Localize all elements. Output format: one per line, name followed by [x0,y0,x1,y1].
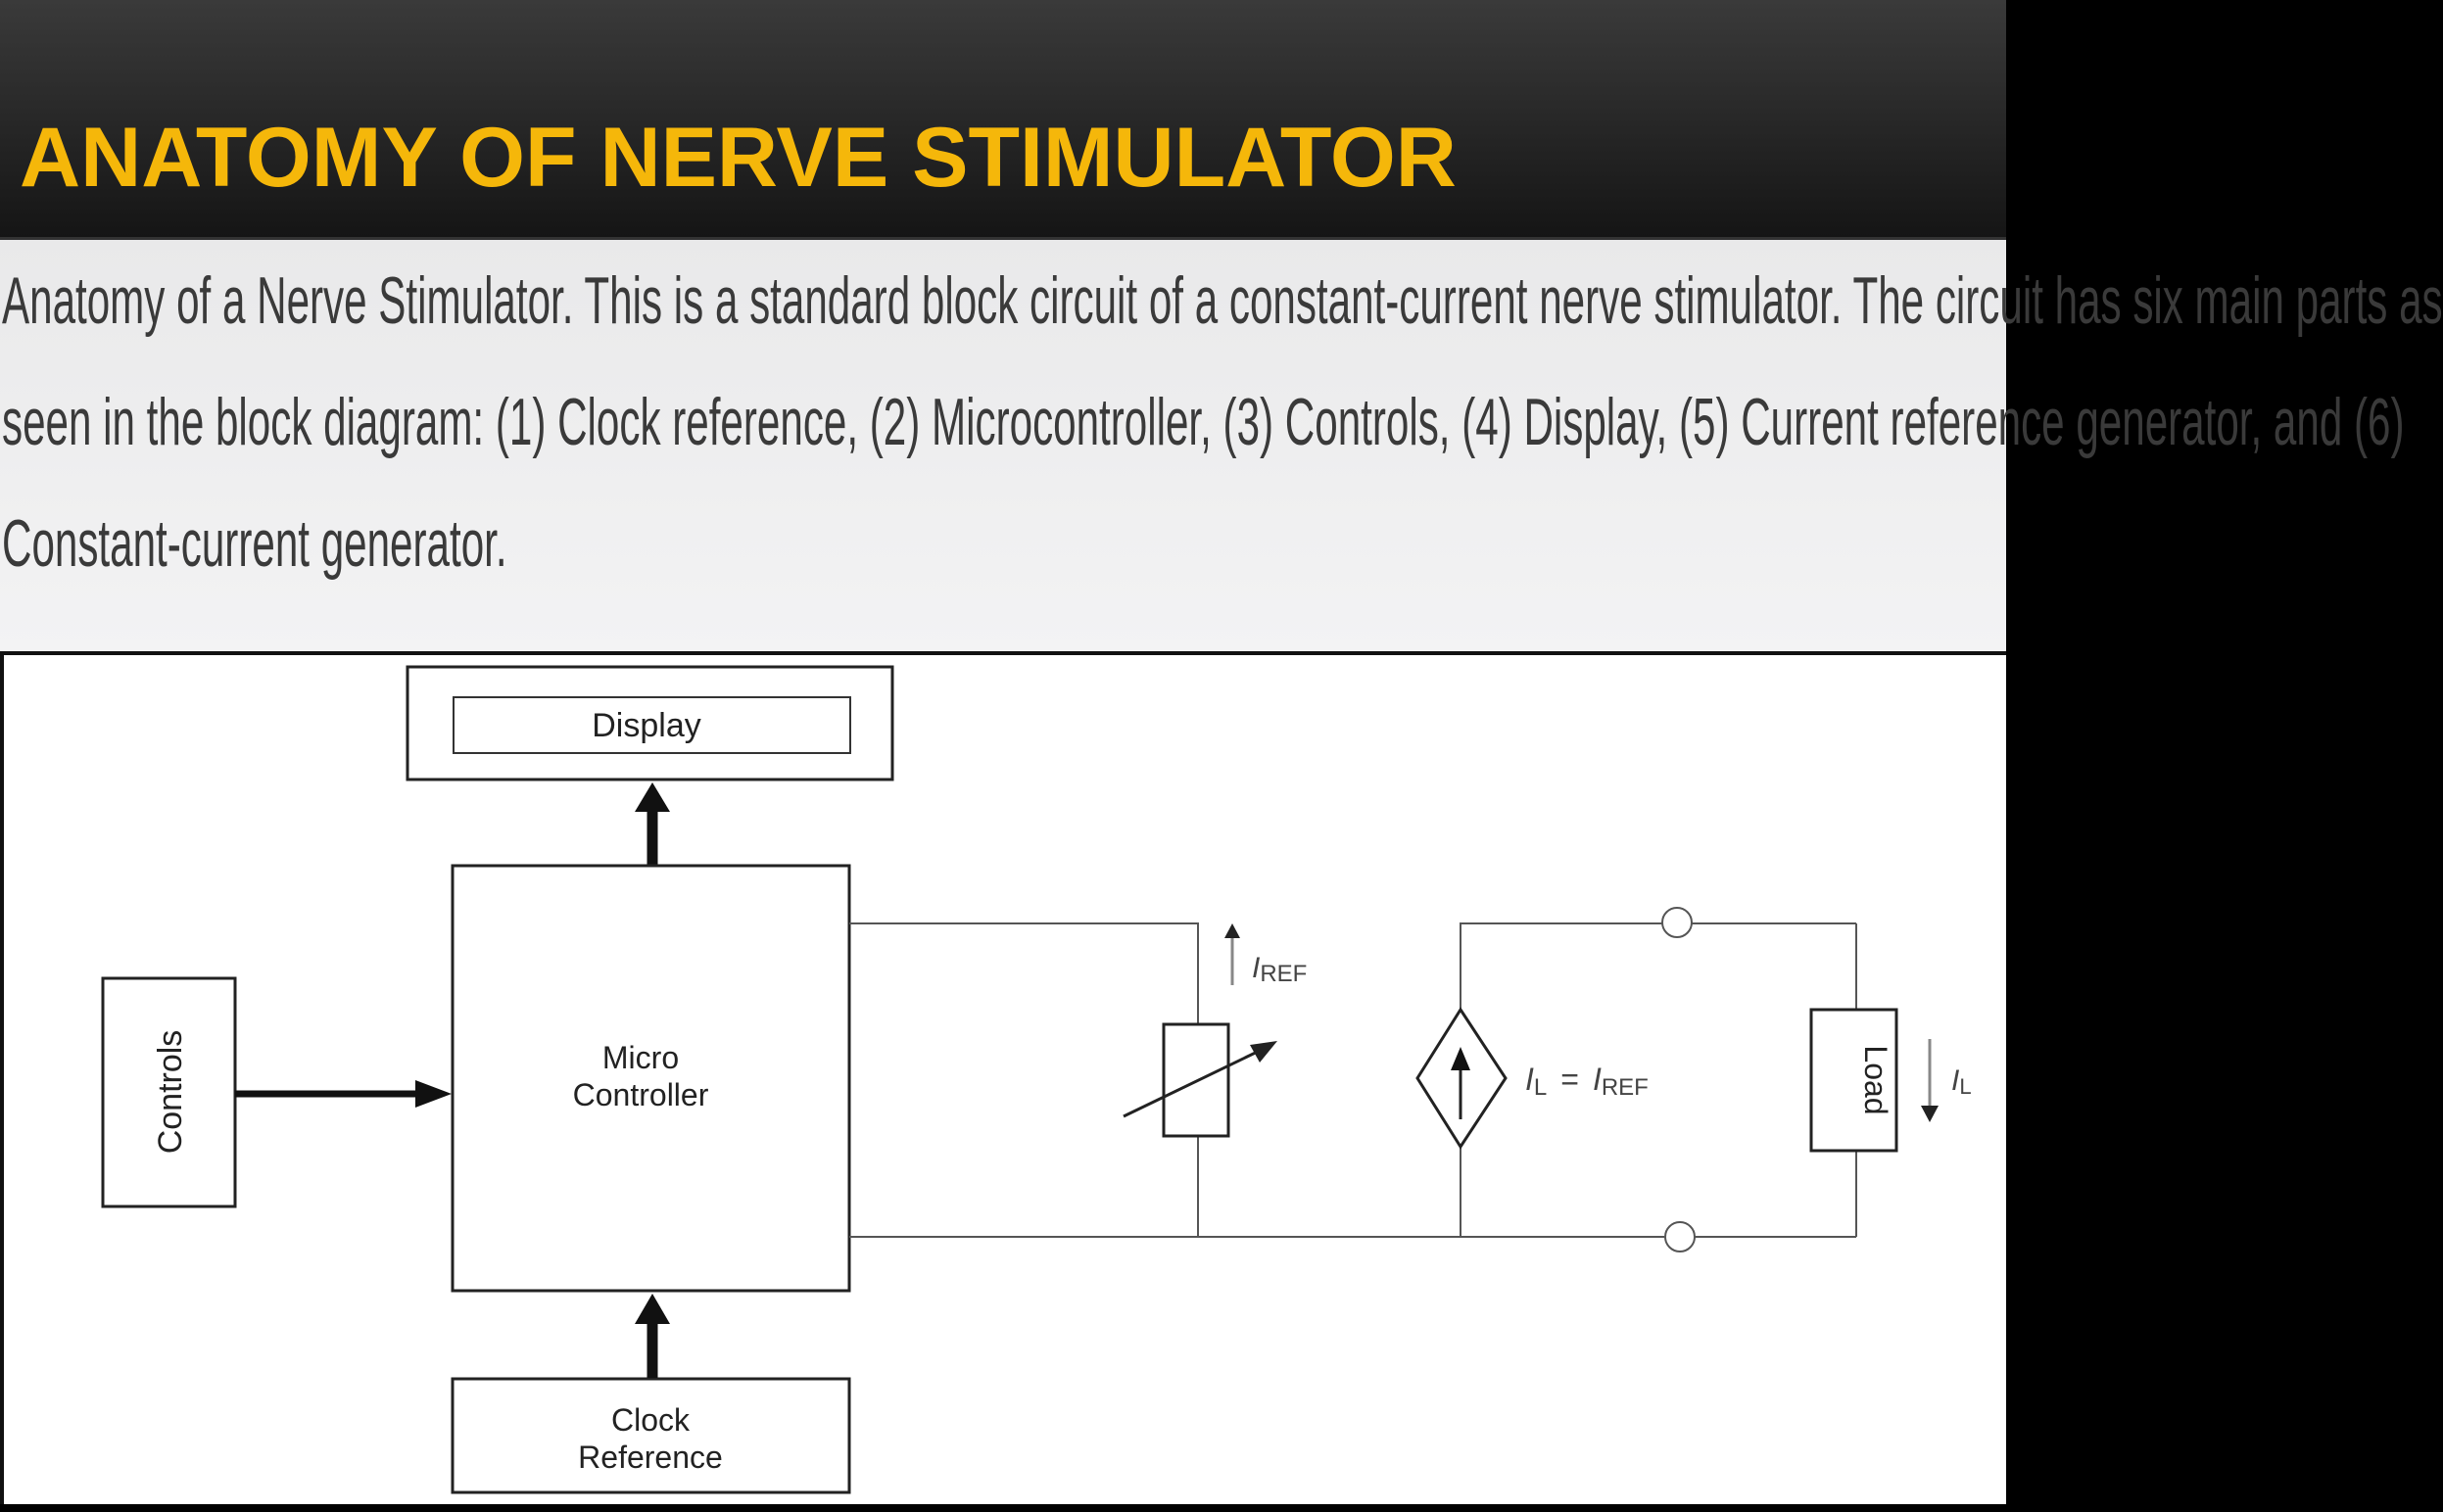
circuit-diagram: Display Micro Controller Controls Clock … [101,665,1972,1494]
clock-label-line2: Reference [578,1440,723,1475]
equation-label: IL=IREF [1525,1062,1649,1101]
load-label: Load [1858,1045,1893,1114]
display-label: Display [592,707,700,744]
controls-label: Controls [152,1030,189,1155]
arrow-to-display [635,782,670,865]
controls-block: Controls [101,976,237,1208]
display-block: Display [406,665,894,781]
caption-box: Anatomy of a Nerve Stimulator. This is a… [0,237,2443,655]
slide-title: ANATOMY OF NERVE STIMULATOR [20,111,1457,205]
caption-line-3: Constant-current generator. [2,506,507,581]
diagram-panel: Display Micro Controller Controls Clock … [0,652,2006,1504]
caption-line-2: seen in the block diagram: (1) Clock ref… [2,385,2405,459]
micro-label-line2: Controller [573,1077,709,1112]
arrow-controls-to-micro [235,1080,452,1108]
arrow-clock-to-micro [635,1294,670,1378]
il-label: IL [1951,1064,1972,1099]
iref-label: IREF [1252,952,1307,987]
current-source-diamond [1415,1007,1508,1150]
terminal-top [1661,907,1693,938]
terminal-bottom [1664,1221,1696,1252]
il-arrow [1921,1039,1939,1122]
caption-line-1: Anatomy of a Nerve Stimulator. This is a… [2,263,2443,338]
microcontroller-block: Micro Controller [451,864,851,1293]
variable-resistor [1123,1022,1277,1138]
clock-label-line1: Clock [611,1402,691,1438]
caption-text: Anatomy of a Nerve Stimulator. This is a… [2,240,2443,604]
micro-label-line1: Micro [602,1040,679,1075]
iref-arrow [1224,923,1240,985]
circuit-wires [849,922,1857,1238]
clock-reference-block: Clock Reference [451,1377,851,1494]
slide-header: ANATOMY OF NERVE STIMULATOR [0,0,2006,237]
load-block: Load [1809,1008,1898,1153]
